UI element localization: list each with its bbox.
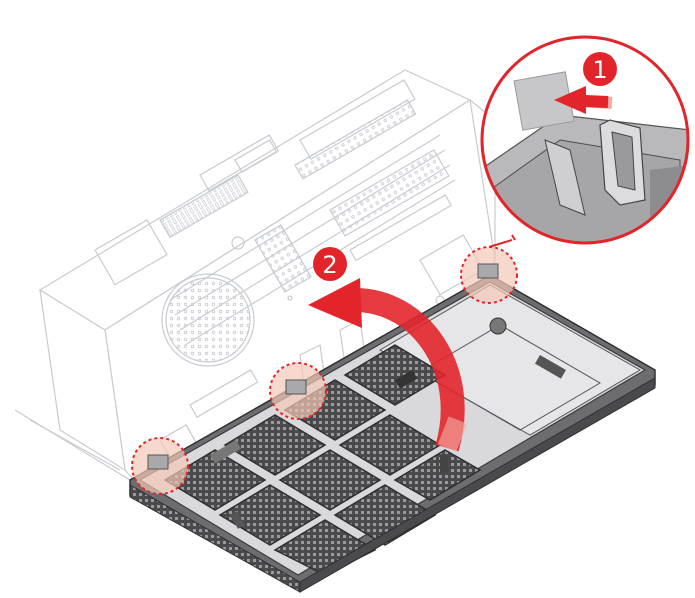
step-2-number: 2: [322, 251, 337, 279]
step-1-number: 1: [592, 56, 607, 84]
latch-highlight-right: [460, 246, 518, 304]
step-2-badge: 2: [313, 247, 347, 281]
latch-highlight-left: [131, 437, 189, 495]
latch-highlight-middle: [269, 362, 327, 420]
lift-arrow: [308, 278, 468, 452]
latch-highlights: [131, 246, 518, 495]
dust-filter-tray: [129, 274, 656, 593]
step-1-badge: 1: [583, 52, 617, 86]
computer-chassis: [14, 69, 496, 521]
